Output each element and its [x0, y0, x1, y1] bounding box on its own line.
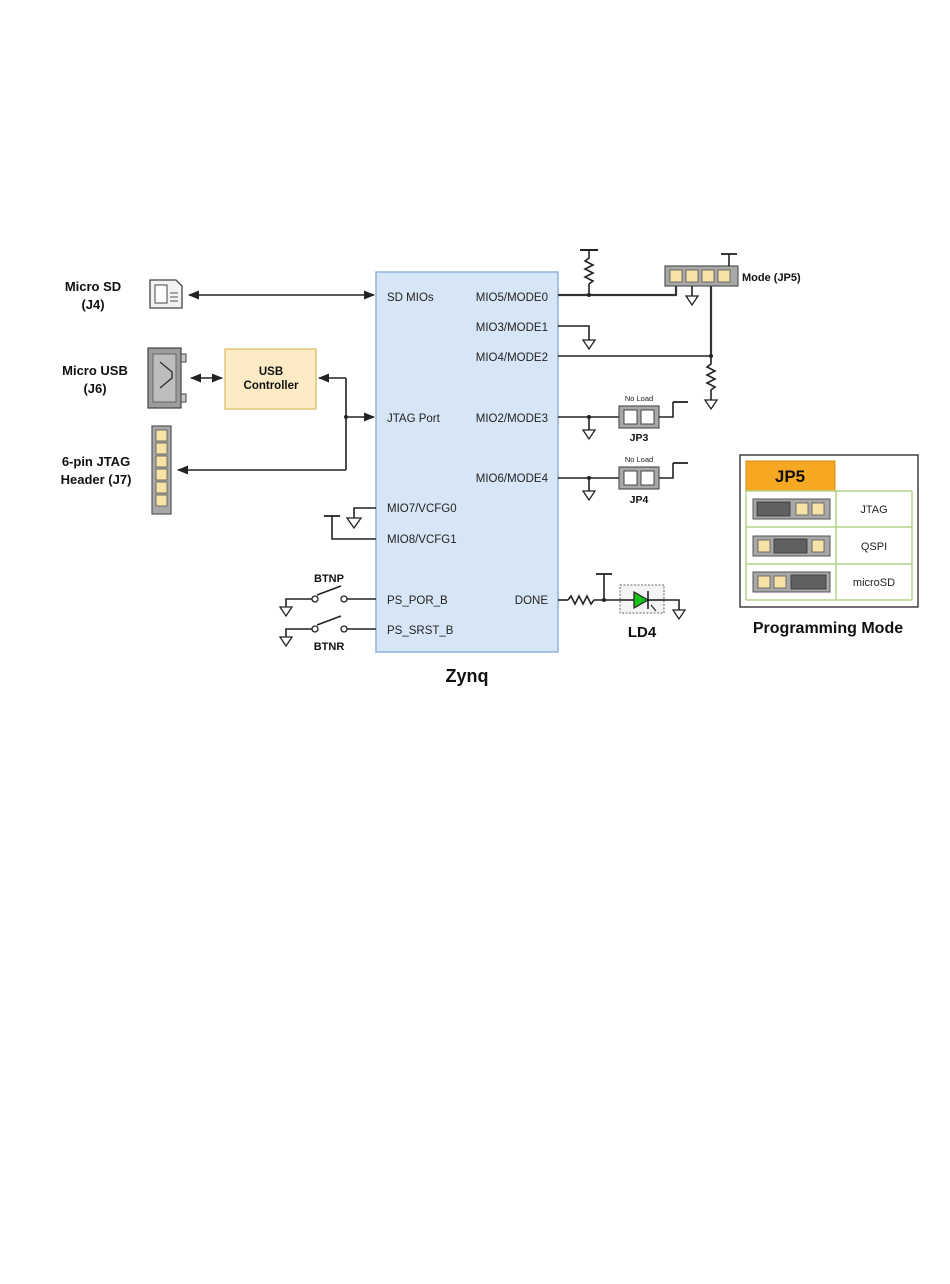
table-row-microsd-label: microSD	[853, 577, 895, 589]
mode0-pullup-resistor-icon	[585, 250, 593, 295]
mio7-ground-icon	[347, 518, 361, 528]
btnp-switch-icon	[280, 586, 376, 616]
mio7-wire	[354, 508, 376, 518]
btnr-label: BTNR	[314, 641, 345, 653]
mode0-wire	[558, 283, 676, 295]
btnp-label: BTNP	[314, 573, 344, 585]
jp3-note: No Load	[625, 394, 653, 403]
pin-mio5-mode0: MIO5/MODE0	[476, 292, 548, 304]
pin-sd-mios: SD MIOs	[387, 292, 434, 304]
jtag-junction	[344, 415, 348, 419]
table-row-qspi-jumper-icon	[753, 536, 830, 556]
mode2-ground-icon	[705, 400, 717, 409]
table-header-label: JP5	[775, 467, 805, 486]
zynq-label: Zynq	[446, 666, 489, 686]
ld4-label: LD4	[628, 624, 657, 641]
jp3-header-icon	[619, 406, 659, 428]
micro-usb-label-line2: (J6)	[83, 381, 106, 396]
pin-mio6-mode4: MIO6/MODE4	[476, 473, 549, 485]
ld4-ground-icon	[673, 610, 685, 619]
programming-mode-table: JP5 JTAG QSPI mi	[740, 455, 918, 607]
jp4-header-icon	[619, 467, 659, 489]
table-row-jtag-label: JTAG	[860, 504, 887, 516]
pin-jtag-port: JTAG Port	[387, 413, 441, 425]
programming-mode-caption: Programming Mode	[753, 620, 903, 637]
mode1-wire	[558, 326, 589, 340]
mode2-pulldown-resistor-icon	[707, 356, 715, 400]
usb-controller-line2: Controller	[244, 380, 299, 392]
pin-mio3-mode1: MIO3/MODE1	[476, 322, 548, 334]
pin-ps-por-b: PS_POR_B	[387, 595, 448, 607]
mode-jp5-label: Mode (JP5)	[742, 272, 801, 284]
table-row-qspi-label: QSPI	[861, 541, 887, 553]
jtag-header-label-line2: Header (J7)	[61, 472, 132, 487]
mode-jp5-header-icon	[665, 266, 738, 286]
micro-sd-card-icon	[150, 280, 182, 308]
usb-controller-line1: USB	[259, 366, 283, 378]
table-row-microsd-jumper-icon	[753, 572, 830, 592]
done-resistor-icon	[568, 596, 620, 604]
jp4-label: JP4	[630, 494, 649, 506]
jp3-vcc-wire	[659, 402, 673, 417]
pin-mio2-mode3: MIO2/MODE3	[476, 413, 548, 425]
micro-sd-label-line1: Micro SD	[65, 279, 121, 294]
jp4-vcc-wire	[659, 463, 673, 478]
micro-sd-label-line2: (J4)	[81, 297, 104, 312]
pin-mio8: MIO8/VCFG1	[387, 534, 457, 546]
mode4-ground-icon	[583, 491, 595, 500]
jp4-note: No Load	[625, 455, 653, 464]
pin-mio4-mode2: MIO4/MODE2	[476, 352, 548, 364]
mode0-junction	[587, 293, 591, 297]
table-row-jtag-jumper-icon	[753, 499, 830, 519]
ld4-ground-wire	[664, 600, 679, 610]
usb-controller-box	[225, 349, 316, 409]
pin-done: DONE	[515, 595, 549, 607]
micro-usb-connector-icon	[148, 348, 186, 408]
mode3-ground-icon	[583, 430, 595, 439]
mode1-ground-icon	[583, 340, 595, 349]
pin-mio7: MIO7/VCFG0	[387, 503, 457, 515]
jtag-header-label-line1: 6-pin JTAG	[62, 454, 130, 469]
micro-usb-label-line1: Micro USB	[62, 363, 128, 378]
jp5-ground-icon	[686, 296, 698, 305]
jtag-header-icon	[152, 426, 171, 514]
ld4-led-icon	[620, 585, 664, 613]
jp3-label: JP3	[630, 432, 649, 444]
pin-ps-srst-b: PS_SRST_B	[387, 625, 454, 637]
